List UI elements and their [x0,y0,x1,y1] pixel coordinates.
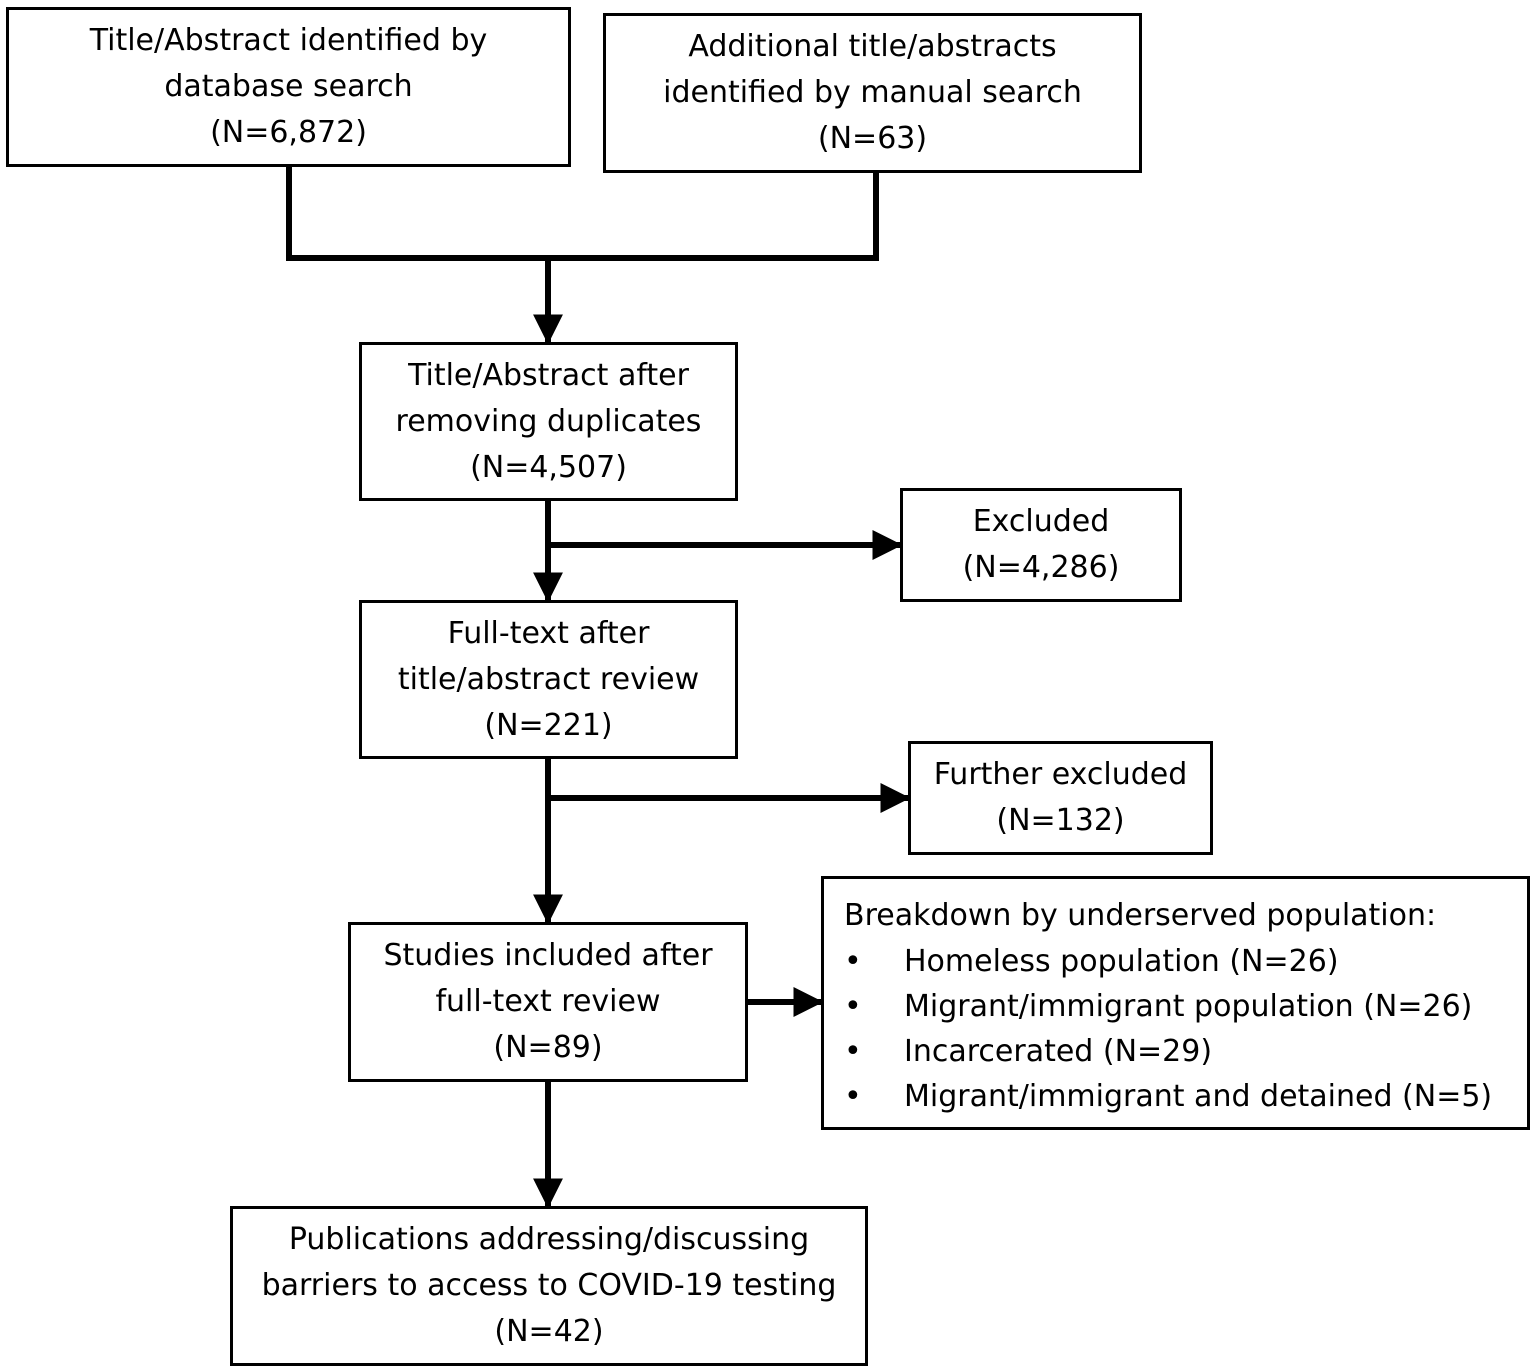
box-count: (N=132) [996,803,1125,838]
manual-search-box: Additional title/abstracts identified by… [603,13,1142,173]
box-line: Studies included after [383,938,713,973]
breakdown-title: Breakdown by underserved population: [844,898,1437,933]
breakdown-item-label: Homeless population (N=26) [904,944,1339,979]
box-line: Additional title/abstracts [688,29,1057,64]
box-line: Publications addressing/discussing [288,1222,810,1257]
breakdown-item-label: Migrant/immigrant and detained (N=5) [904,1079,1493,1114]
breakdown-box: Breakdown by underserved population: • H… [821,876,1530,1130]
bullet-icon: • [844,944,862,979]
publications-box: Publications addressing/discussing barri… [230,1206,868,1366]
list-item: • Incarcerated (N=29) [844,1029,1527,1074]
box-line: Full-text after [447,615,650,651]
database-search-box: Title/Abstract identified by database se… [6,7,571,167]
box-line: Title/Abstract identified by [89,23,488,58]
box-line: removing duplicates [395,403,702,439]
breakdown-list: • Homeless population (N=26) • Migrant/i… [844,939,1527,1119]
full-text-box: Full-text after title/abstract review (N… [359,600,738,759]
bullet-icon: • [844,989,862,1024]
box-line: identified by manual search [663,75,1082,110]
after-duplicates-box: Title/Abstract after removing duplicates… [359,342,738,501]
box-count: (N=42) [494,1314,604,1349]
list-item: • Migrant/immigrant population (N=26) [844,984,1527,1029]
merge-connector [286,166,879,261]
box-line: database search [164,69,413,104]
list-item: • Migrant/immigrant and detained (N=5) [844,1074,1527,1119]
box-count: (N=4,507) [470,449,627,485]
list-item: • Homeless population (N=26) [844,939,1527,984]
box-line: barriers to access to COVID-19 testing [261,1268,837,1303]
studies-included-box: Studies included after full-text review … [348,922,748,1082]
box-count: (N=6,872) [210,115,367,150]
further-excluded-box: Further excluded (N=132) [908,741,1213,855]
box-line: full-text review [435,984,661,1019]
box-count: (N=4,286) [962,550,1120,585]
box-count: (N=221) [484,707,613,743]
bullet-icon: • [844,1079,862,1114]
excluded-box: Excluded (N=4,286) [900,488,1182,602]
box-line: Excluded [972,504,1110,539]
bullet-icon: • [844,1034,862,1069]
box-line: Title/Abstract after [408,357,689,393]
breakdown-item-label: Incarcerated (N=29) [904,1034,1213,1069]
box-count: (N=89) [493,1030,603,1065]
box-line: title/abstract review [397,661,700,697]
box-line: Further excluded [933,757,1188,792]
box-count: (N=63) [817,121,928,156]
breakdown-item-label: Migrant/immigrant population (N=26) [904,989,1473,1024]
